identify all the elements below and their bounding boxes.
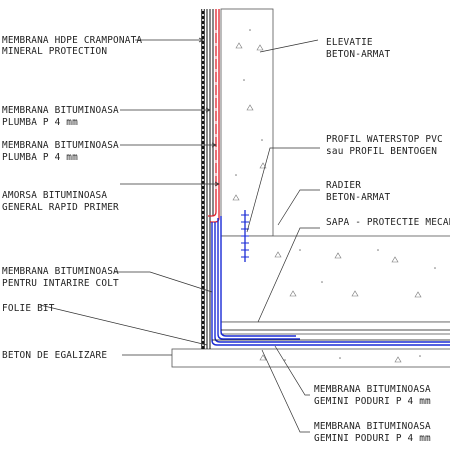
blue-membranes	[211, 216, 450, 346]
label-gemini-membrane-2: MEMBRANA BITUMINOASA GEMINI PODURI P 4 m…	[314, 421, 437, 444]
label-bitumen-plumba-1: MEMBRANA BITUMINOASA PLUMBA P 4 mm	[2, 105, 125, 128]
concrete-hatch	[232, 29, 436, 363]
label-raft-slab: RADIER BETON-ARMAT	[326, 180, 390, 203]
label-bitumen-plumba-2: MEMBRANA BITUMINOASA PLUMBA P 4 mm	[2, 140, 125, 163]
leader-lines	[39, 37, 320, 433]
raft-slab	[220, 235, 450, 323]
label-bitumen-foil: FOLIE BIT	[2, 303, 55, 314]
label-gemini-membrane-1: MEMBRANA BITUMINOASA GEMINI PODURI P 4 m…	[314, 384, 437, 407]
label-waterstop-profile: PROFIL WATERSTOP PVC sau PROFIL BENTOGEN	[326, 134, 449, 157]
waterstop-profile	[241, 210, 249, 262]
label-leveling-concrete: BETON DE EGALIZARE	[2, 350, 107, 361]
label-corner-reinforcement: MEMBRANA BITUMINOASA PENTRU INTARIRE COL…	[2, 266, 125, 289]
hdpe-membrane	[201, 9, 208, 349]
label-screed-protection: SAPA - PROTECTIE MECANICA	[326, 217, 450, 228]
leveling-concrete	[171, 348, 450, 368]
label-hdpe-membrane: MEMBRANA HDPE CRAMPONATA MINERAL PROTECT…	[2, 35, 148, 57]
label-elevation-wall: ELEVATIE BETON-ARMAT	[326, 37, 390, 60]
elevation-wall	[220, 8, 274, 237]
label-bitumen-primer: AMORSA BITUMINOASA GENERAL RAPID PRIMER	[2, 190, 119, 213]
screed-layer	[220, 321, 450, 335]
